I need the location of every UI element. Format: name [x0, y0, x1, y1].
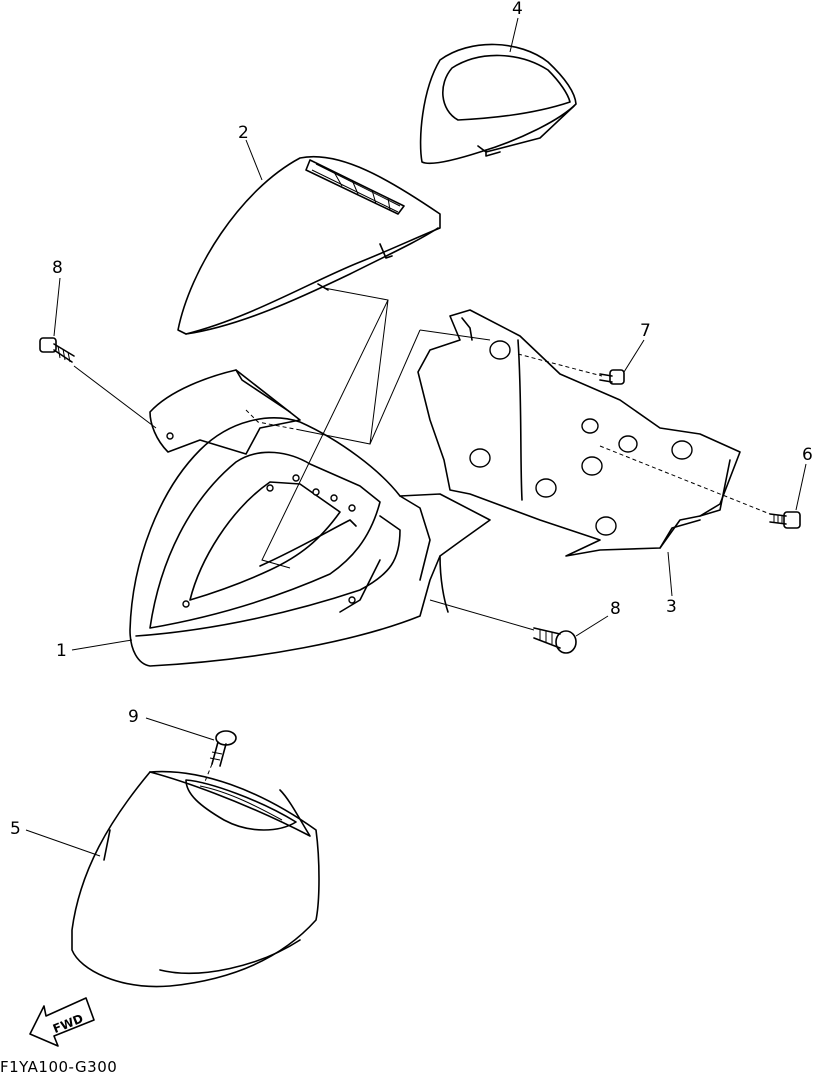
callout-8-right: 8 — [610, 599, 621, 619]
callout-7: 7 — [640, 321, 651, 341]
callout-6: 6 — [802, 445, 813, 465]
leader-lines — [25, 17, 807, 857]
diagram-code: F1YA100-G300 — [0, 1058, 118, 1076]
callout-1: 1 — [56, 641, 67, 661]
screw-9 — [209, 730, 237, 767]
callout-4: 4 — [512, 0, 523, 19]
part-2-center-cover — [177, 156, 441, 335]
bolt-8-left — [39, 337, 75, 363]
part-3-inner-panel — [417, 309, 741, 557]
bolt-8-right — [533, 627, 577, 654]
part-4-cover — [419, 43, 577, 165]
callout-9: 9 — [128, 707, 139, 727]
part-5-lower-cover — [71, 770, 320, 988]
callout-5: 5 — [10, 819, 21, 839]
bolt-7 — [599, 369, 625, 385]
bolt-6 — [769, 511, 801, 529]
callout-3: 3 — [666, 597, 677, 617]
callout-8-left: 8 — [52, 258, 63, 278]
fwd-arrow-icon: FWD — [29, 997, 95, 1047]
callout-2: 2 — [238, 123, 249, 143]
part-1-front-cover — [129, 369, 491, 667]
assembly-lines — [73, 287, 771, 785]
